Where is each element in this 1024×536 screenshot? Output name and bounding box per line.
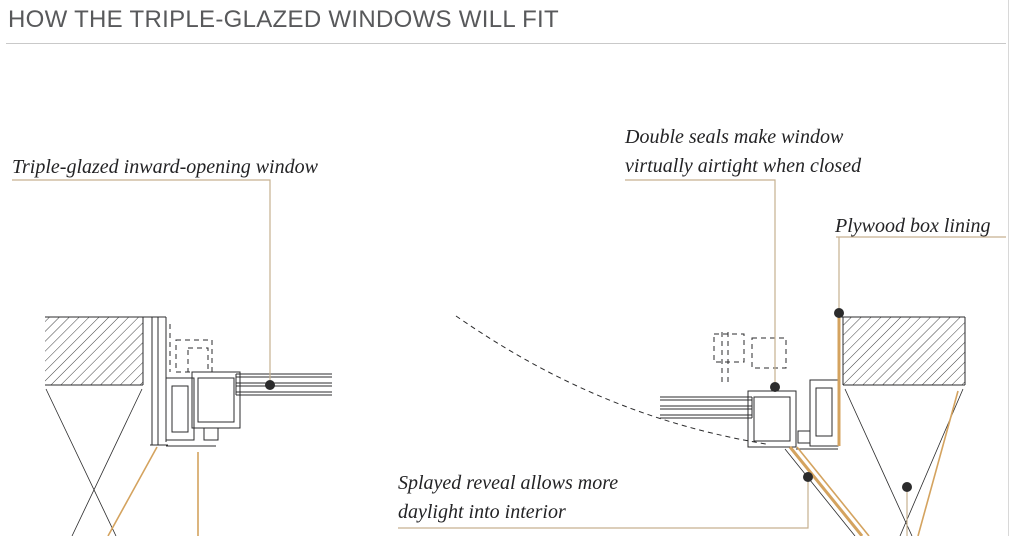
left-glazing-lines xyxy=(235,373,332,396)
leader-triple-glazed xyxy=(12,179,271,380)
label-double-seals: Double seals make window virtually airti… xyxy=(625,123,861,181)
label-triple-glazed-window: Triple-glazed inward-opening window xyxy=(12,153,318,182)
anchor-dot-reveal xyxy=(803,472,813,482)
left-hidden-lines xyxy=(169,324,213,373)
label-text: Triple-glazed inward-opening window xyxy=(12,156,318,178)
left-box-lining xyxy=(150,317,168,446)
leader-plywood xyxy=(836,236,1006,308)
label-plywood-box-lining: Plywood box lining xyxy=(835,212,991,241)
right-wall-hatch xyxy=(838,316,966,386)
label-text: Double seals make window xyxy=(625,126,844,148)
right-window-frame xyxy=(747,379,839,450)
right-structure-lines xyxy=(844,388,964,536)
anchor-dot-plywood xyxy=(834,308,844,318)
window-swing-arc xyxy=(455,315,767,445)
splayed-reveal-lines xyxy=(784,446,870,536)
page-edge-rule xyxy=(1008,0,1009,536)
anchor-dots xyxy=(265,308,912,492)
anchor-dot-seals xyxy=(770,382,780,392)
label-text: daylight into interior xyxy=(398,501,566,523)
leader-lines xyxy=(12,179,1006,536)
anchor-dot-window xyxy=(265,380,275,390)
left-structure-lines xyxy=(45,388,199,536)
left-wall-hatch xyxy=(45,316,166,386)
label-text: Splayed reveal allows more xyxy=(398,472,619,494)
anchor-dot-offscreen xyxy=(902,482,912,492)
title-divider xyxy=(6,43,1006,44)
leader-double-seals xyxy=(625,179,776,382)
page-title: HOW THE TRIPLE-GLAZED WINDOWS WILL FIT xyxy=(8,6,559,33)
left-window-frame xyxy=(165,371,241,447)
right-hidden-lines xyxy=(713,332,787,386)
label-text: Plywood box lining xyxy=(835,215,991,237)
label-splayed-reveal: Splayed reveal allows more daylight into… xyxy=(398,469,618,527)
label-text: virtually airtight when closed xyxy=(625,155,862,177)
right-glazing-lines xyxy=(660,396,753,419)
leader-splayed-reveal xyxy=(398,482,809,529)
